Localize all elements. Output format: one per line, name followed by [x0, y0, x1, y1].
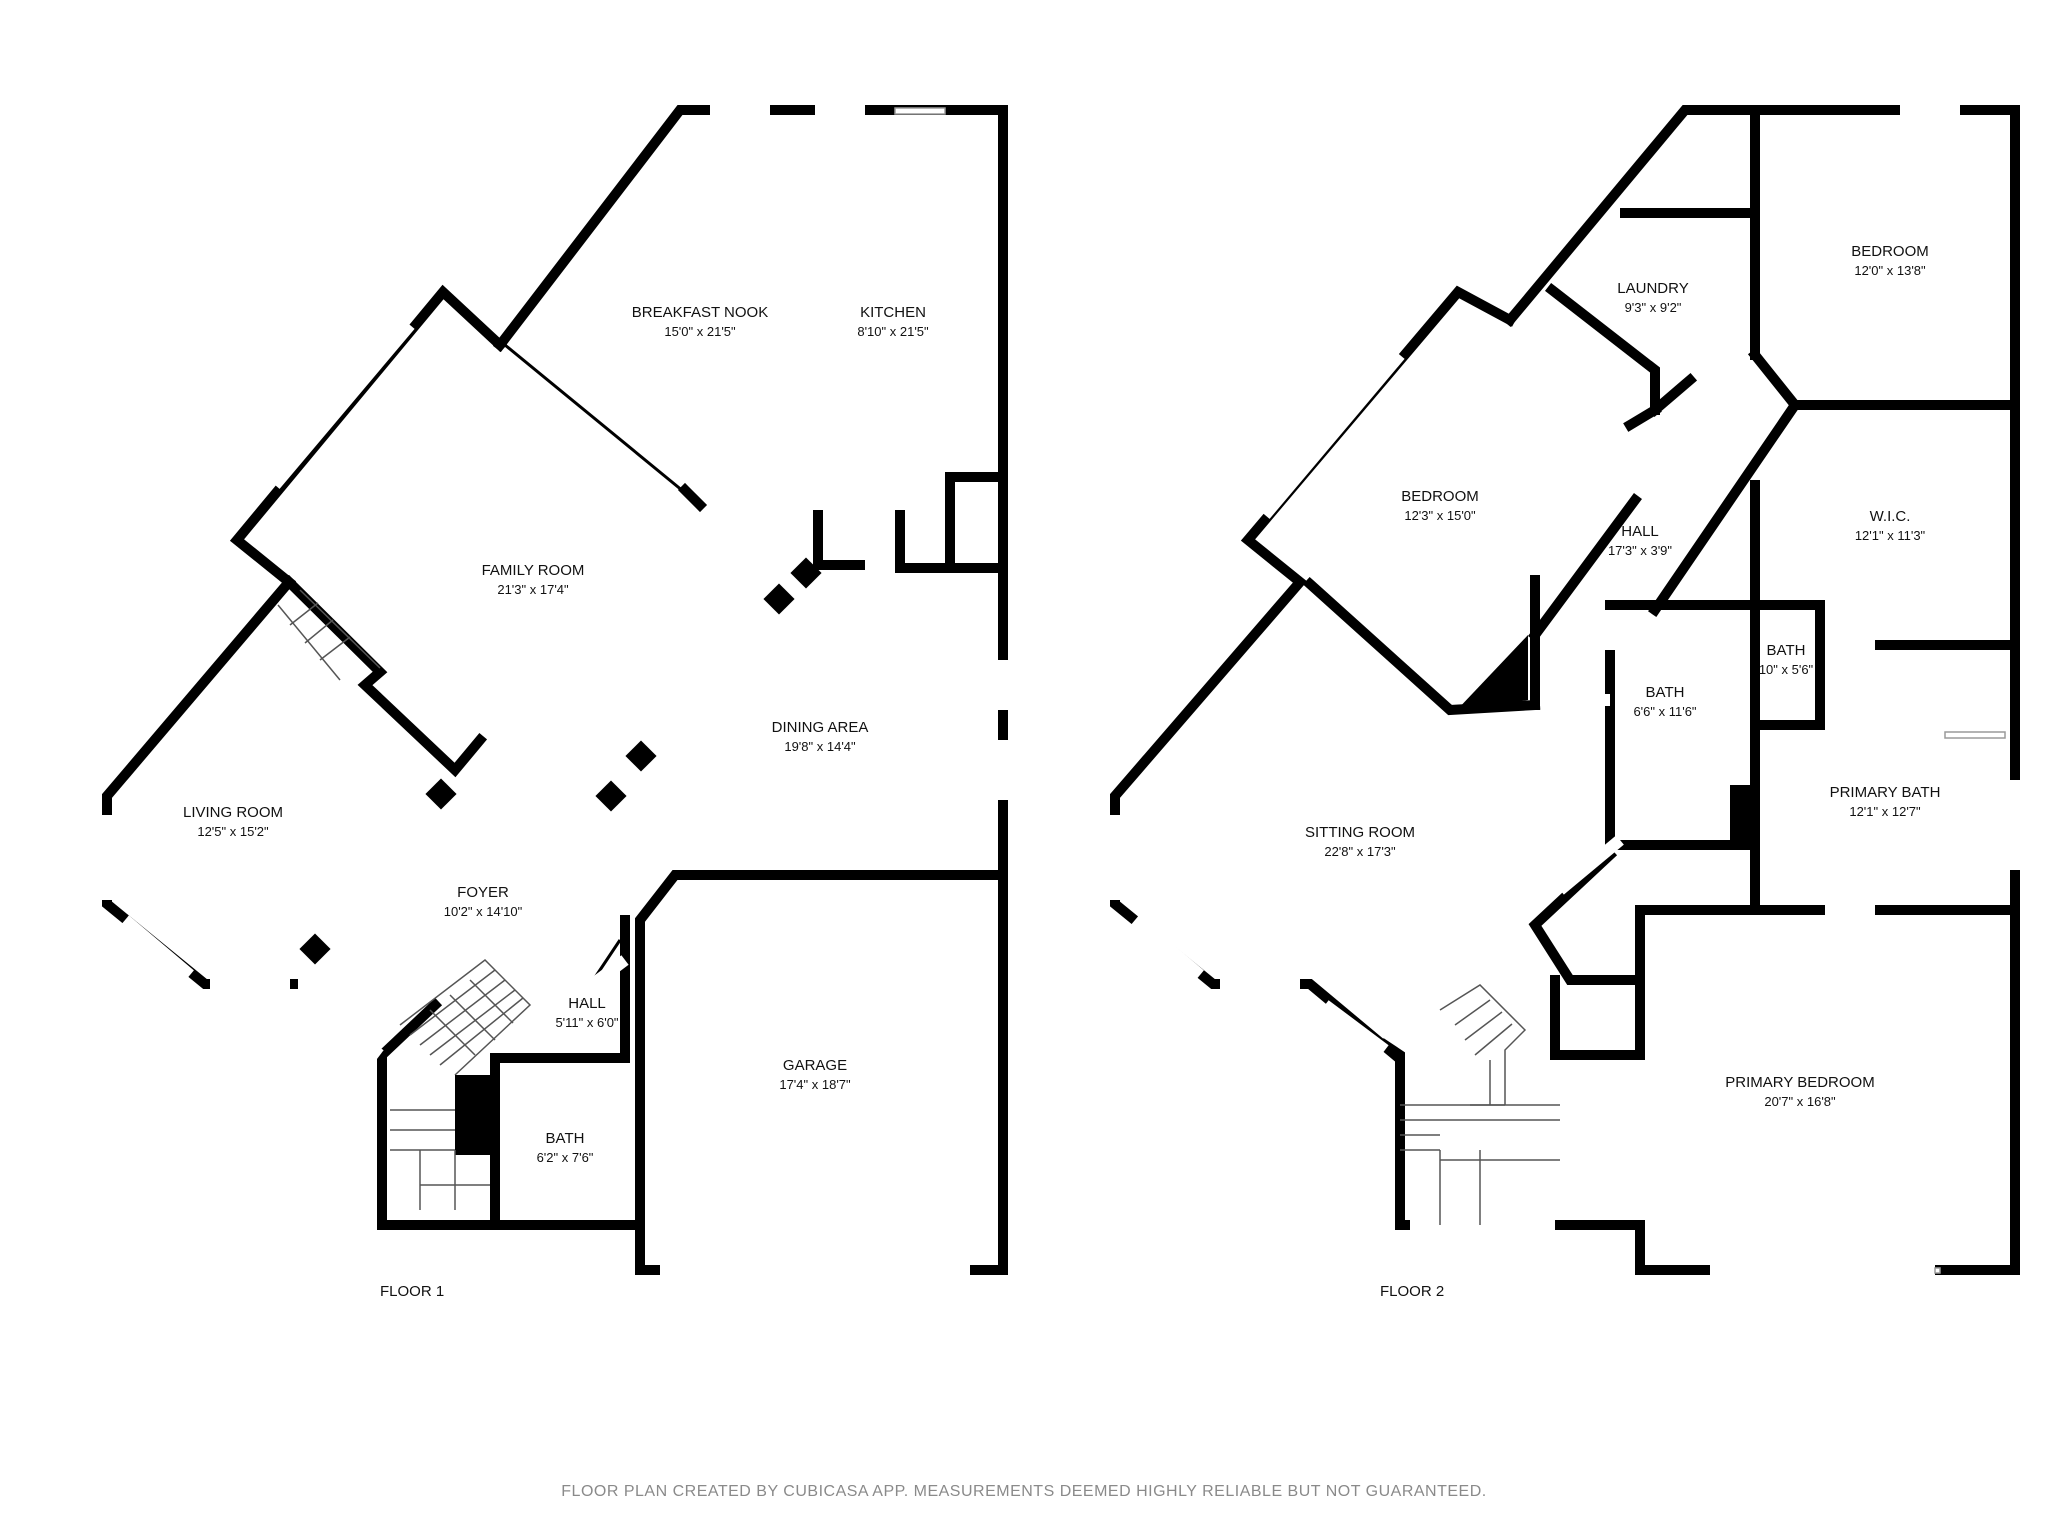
floor-2-labels: LAUNDRY 9'3" x 9'2" BEDROOM 12'0" x 13'8… [1305, 243, 1940, 1300]
room-name-wic: W.I.C. [1870, 508, 1911, 525]
floor-1-labels: BREAKFAST NOOK 15'0" x 21'5" KITCHEN 8'1… [183, 304, 929, 1300]
room-name-bedroom-2: BEDROOM [1401, 488, 1479, 505]
floor-1-walls [102, 105, 1008, 1275]
room-name-bedroom-1: BEDROOM [1851, 243, 1929, 260]
room-dims-bath-small: 10" x 5'6" [1759, 662, 1814, 677]
room-dims-primary-bath: 12'1" x 12'7" [1849, 804, 1921, 819]
room-name-laundry: LAUNDRY [1617, 280, 1688, 297]
room-dims-bedroom-1: 12'0" x 13'8" [1854, 263, 1926, 278]
floor-2-walls [1110, 105, 2020, 1275]
room-dims-laundry: 9'3" x 9'2" [1625, 300, 1682, 315]
room-name-breakfast-nook: BREAKFAST NOOK [632, 304, 768, 321]
floor-1-plan [101, 104, 1009, 1276]
room-dims-sitting-room: 22'8" x 17'3" [1324, 844, 1396, 859]
room-dims-family-room: 21'3" x 17'4" [497, 582, 569, 597]
floor-1-columns [299, 557, 822, 965]
room-dims-breakfast-nook: 15'0" x 21'5" [664, 324, 736, 339]
room-dims-hall: 5'11" x 6'0" [555, 1015, 618, 1030]
room-name-foyer: FOYER [457, 884, 509, 901]
floor-1-windows [101, 104, 1009, 1276]
room-name-garage: GARAGE [783, 1057, 847, 1074]
floor-2-label: FLOOR 2 [1380, 1283, 1444, 1300]
room-name-bath-2: BATH [1646, 684, 1685, 701]
room-name-hall-2: HALL [1621, 523, 1659, 540]
footer-disclaimer: FLOOR PLAN CREATED BY CUBICASA APP. MEAS… [561, 1483, 1486, 1500]
floor-2-chase [1455, 635, 1528, 712]
floor-2-windows [1109, 104, 2021, 1276]
floor-1-fireplace [277, 589, 381, 681]
room-name-bath-small: BATH [1767, 642, 1806, 659]
room-name-primary-bath: PRIMARY BATH [1830, 784, 1941, 801]
room-dims-dining-area: 19'8" x 14'4" [784, 739, 856, 754]
floor-1-stairs [390, 959, 532, 1210]
room-name-primary-bedroom: PRIMARY BEDROOM [1725, 1074, 1874, 1091]
floor-2-stairs [1400, 984, 1560, 1225]
room-dims-garage: 17'4" x 18'7" [779, 1077, 851, 1092]
floor-2-plan [1109, 104, 2021, 1276]
room-name-living-room: LIVING ROOM [183, 804, 283, 821]
room-name-family-room: FAMILY ROOM [482, 562, 585, 579]
room-dims-bedroom-2: 12'3" x 15'0" [1404, 508, 1476, 523]
room-dims-bath-2: 6'6" x 11'6" [1633, 704, 1696, 719]
room-name-bath: BATH [546, 1130, 585, 1147]
room-name-sitting-room: SITTING ROOM [1305, 824, 1415, 841]
room-dims-wic: 12'1" x 11'3" [1855, 528, 1926, 543]
room-dims-primary-bedroom: 20'7" x 16'8" [1764, 1094, 1836, 1109]
room-dims-living-room: 12'5" x 15'2" [197, 824, 269, 839]
room-name-kitchen: KITCHEN [860, 304, 926, 321]
room-dims-hall-2: 17'3" x 3'9" [1608, 543, 1672, 558]
floor-1-label: FLOOR 1 [380, 1283, 444, 1300]
room-dims-kitchen: 8'10" x 21'5" [857, 324, 929, 339]
room-name-dining-area: DINING AREA [772, 719, 869, 736]
room-dims-bath: 6'2" x 7'6" [537, 1150, 594, 1165]
room-dims-foyer: 10'2" x 14'10" [444, 904, 523, 919]
room-name-hall: HALL [568, 995, 606, 1012]
